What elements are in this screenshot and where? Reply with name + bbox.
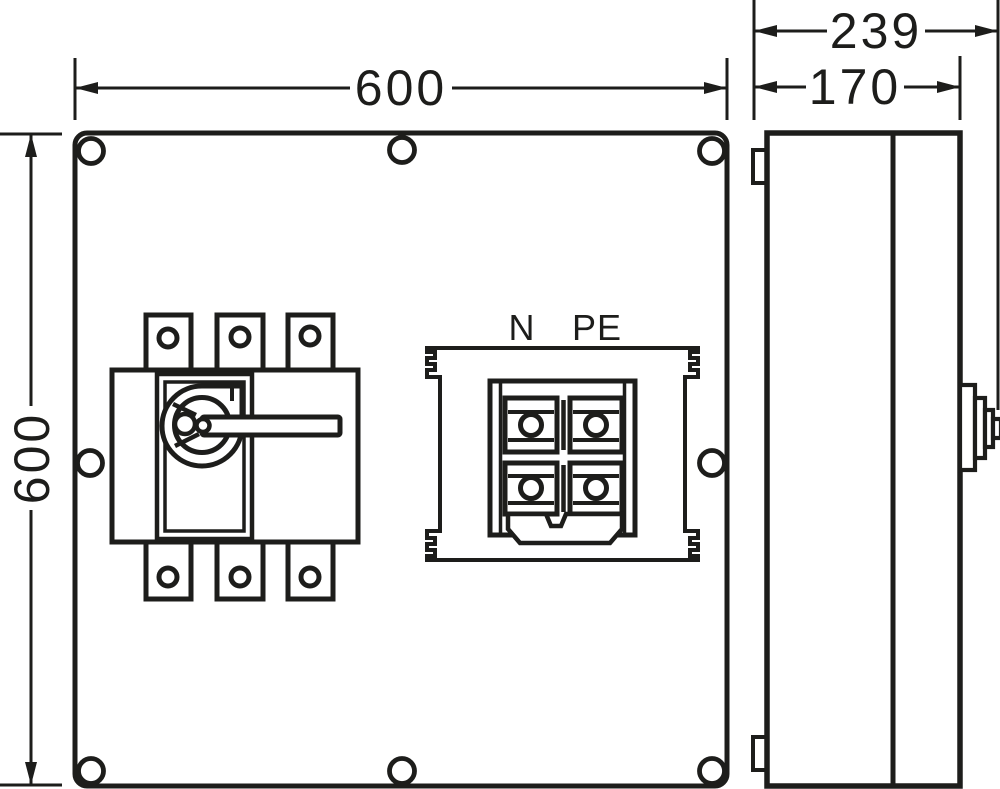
enclosure-outline — [72, 130, 730, 789]
terminal-clamps — [502, 395, 625, 517]
arrowhead-right — [975, 25, 998, 37]
terminal-holes — [156, 324, 322, 589]
arrowhead-left — [754, 81, 777, 93]
screw-bottom-left — [76, 756, 106, 786]
label-neutral: N — [509, 307, 536, 348]
screw-top-left — [76, 136, 106, 166]
side-view-enclosure — [751, 130, 1000, 789]
dimension-value-front-width: 600 — [355, 60, 447, 116]
rotary-handle — [159, 383, 343, 469]
dimension-side-total-depth: 239 — [752, 0, 1000, 410]
terminal-block-bottom-cover — [505, 511, 625, 546]
dimension-side-body-depth: 170 — [754, 56, 962, 120]
front-view-enclosure — [72, 130, 730, 789]
dimension-value-front-height: 600 — [4, 412, 60, 504]
arrowhead-bottom — [25, 762, 37, 785]
padlock-hole-small — [194, 416, 212, 435]
dimension-value-side-total-depth: 239 — [830, 3, 922, 59]
dimension-front-height: 600 — [0, 132, 62, 787]
terminal-clamp-n-bottom — [502, 460, 560, 517]
arrowhead-top — [25, 134, 37, 157]
dimension-value-side-body-depth: 170 — [809, 59, 901, 115]
arrowhead-left — [75, 82, 98, 94]
screw-bottom-middle — [387, 756, 417, 786]
terminal-clamp-pe-top — [567, 395, 625, 455]
terminal-clamp-n-top — [502, 395, 560, 455]
label-protective-earth: PE — [572, 307, 622, 348]
screw-bottom-right — [697, 756, 727, 786]
extension-lines — [752, 0, 1000, 410]
arrowhead-left — [754, 25, 777, 37]
cover-screws — [75, 135, 727, 786]
screw-top-right — [697, 136, 727, 166]
padlock-hole-large — [172, 411, 198, 437]
side-body-outline — [764, 130, 963, 789]
cover-latch — [957, 382, 1000, 473]
screw-top-middle — [387, 135, 417, 165]
switch-disconnector — [109, 312, 361, 602]
dimension-front-width: 600 — [73, 58, 729, 120]
arrowhead-right — [704, 82, 727, 94]
terminal-clamp-pe-bottom — [567, 460, 625, 517]
terminal-assembly — [425, 346, 700, 562]
switch-top-terminals — [143, 312, 336, 375]
handle-lever — [199, 414, 343, 438]
switch-front-panel-inner — [163, 380, 246, 533]
rotor-grip-lines — [172, 401, 201, 449]
screw-left-middle — [75, 448, 105, 478]
screw-right-middle — [697, 448, 727, 478]
arrowhead-right — [937, 81, 960, 93]
